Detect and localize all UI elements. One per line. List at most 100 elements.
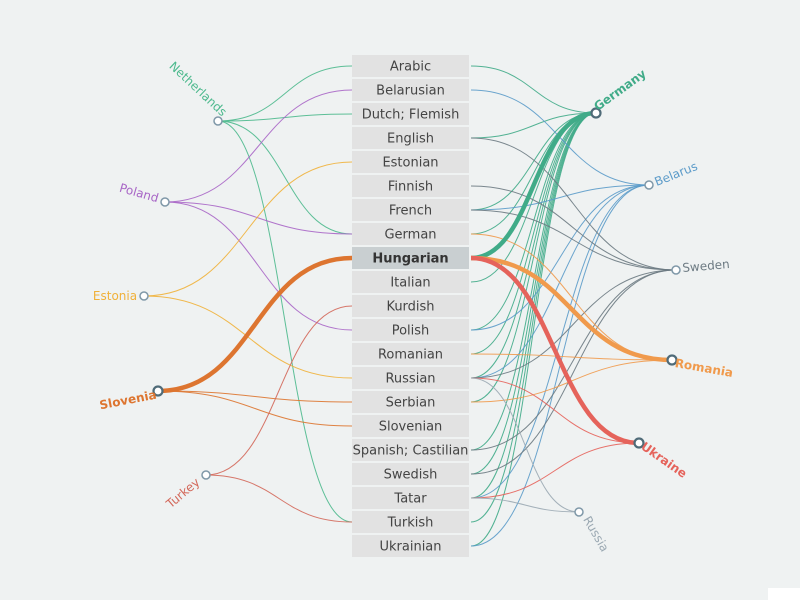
language-item-hungarian[interactable]: Hungarian	[352, 247, 469, 269]
language-box[interactable]	[352, 103, 469, 125]
language-item-serbian[interactable]: Serbian	[352, 391, 469, 413]
language-item-slovenian[interactable]: Slovenian	[352, 415, 469, 437]
country-node-sweden[interactable]: Sweden	[671, 257, 730, 275]
language-item-swedish[interactable]: Swedish	[352, 463, 469, 485]
country-circle[interactable]	[201, 470, 211, 480]
country-node-russia[interactable]: Russia	[574, 507, 612, 554]
language-item-estonian[interactable]: Estonian	[352, 151, 469, 173]
link-estonia-estonian	[143, 161, 353, 297]
language-item-russian[interactable]: Russian	[352, 367, 469, 389]
country-node-estonia[interactable]: Estonia	[93, 289, 149, 303]
country-circle[interactable]	[574, 507, 584, 517]
link-russian-germany	[470, 112, 597, 379]
link-poland-german	[164, 201, 353, 235]
language-label: Belarusian	[376, 84, 445, 99]
country-label[interactable]: Russia	[580, 514, 611, 554]
language-box[interactable]	[352, 319, 469, 341]
language-box[interactable]	[352, 343, 469, 365]
link-spanish-castilian-sweden	[470, 269, 677, 451]
country-node-netherlands[interactable]: Netherlands	[166, 59, 230, 126]
language-label: Serbian	[386, 396, 436, 411]
link-spanish-castilian-germany	[470, 112, 597, 451]
country-label[interactable]: Belarus	[652, 159, 699, 189]
country-label[interactable]: Sweden	[682, 257, 730, 275]
language-box[interactable]	[352, 223, 469, 245]
link-french-sweden	[470, 209, 677, 271]
language-box[interactable]	[352, 487, 469, 509]
country-node-turkey[interactable]: Turkey	[163, 470, 211, 512]
link-german-romania	[470, 233, 673, 361]
country-node-belarus[interactable]: Belarus	[644, 159, 700, 190]
language-item-spanish-castilian[interactable]: Spanish; Castilian	[352, 439, 469, 461]
country-label[interactable]: Turkey	[163, 475, 203, 511]
link-poland-belarusian	[164, 89, 353, 203]
language-box[interactable]	[352, 463, 469, 485]
language-item-ukrainian[interactable]: Ukrainian	[352, 535, 469, 557]
language-label: French	[389, 204, 432, 219]
language-box[interactable]	[352, 79, 469, 101]
language-box[interactable]	[352, 151, 469, 173]
language-box[interactable]	[352, 295, 469, 317]
language-item-belarusian[interactable]: Belarusian	[352, 79, 469, 101]
language-label: Dutch; Flemish	[362, 108, 460, 123]
language-item-french[interactable]: French	[352, 199, 469, 221]
link-romanian-romania	[470, 353, 673, 361]
language-label: Swedish	[384, 468, 438, 483]
links-layer	[143, 65, 677, 547]
language-item-polish[interactable]: Polish	[352, 319, 469, 341]
country-label[interactable]: Germany	[591, 66, 649, 113]
country-node-poland[interactable]: Poland	[118, 181, 170, 207]
link-slovenia-hungarian	[157, 255, 353, 394]
language-item-tatar[interactable]: Tatar	[352, 487, 469, 509]
language-label: Slovenian	[379, 420, 443, 435]
country-circle[interactable]	[666, 354, 678, 366]
country-label[interactable]: Estonia	[93, 289, 137, 303]
language-item-italian[interactable]: Italian	[352, 271, 469, 293]
language-item-turkish[interactable]: Turkish	[352, 511, 469, 533]
language-box[interactable]	[352, 175, 469, 197]
country-label[interactable]: Netherlands	[166, 59, 229, 119]
link-hungarian-romania	[470, 255, 673, 363]
language-box[interactable]	[352, 367, 469, 389]
language-box[interactable]	[352, 247, 469, 269]
link-russian-russia	[470, 377, 580, 513]
country-label[interactable]: Romania	[674, 356, 734, 380]
country-label[interactable]: Poland	[118, 181, 160, 206]
language-item-dutch-flemish[interactable]: Dutch; Flemish	[352, 103, 469, 125]
language-box[interactable]	[352, 271, 469, 293]
country-circle[interactable]	[152, 385, 164, 397]
country-circle[interactable]	[633, 437, 645, 449]
language-box[interactable]	[352, 199, 469, 221]
language-item-arabic[interactable]: Arabic	[352, 55, 469, 77]
country-node-slovenia[interactable]: Slovenia	[98, 385, 164, 413]
language-item-german[interactable]: German	[352, 223, 469, 245]
language-box[interactable]	[352, 511, 469, 533]
link-english-germany	[470, 112, 597, 139]
link-turkey-kurdish	[205, 305, 353, 476]
language-box[interactable]	[352, 127, 469, 149]
country-circle[interactable]	[671, 265, 681, 275]
country-node-romania[interactable]: Romania	[666, 354, 735, 381]
country-label[interactable]: Slovenia	[98, 388, 157, 413]
country-node-germany[interactable]: Germany	[590, 66, 649, 119]
language-box[interactable]	[352, 535, 469, 557]
language-label: Hungarian	[372, 252, 448, 267]
country-circle[interactable]	[139, 291, 149, 301]
country-circle[interactable]	[160, 197, 170, 207]
language-box[interactable]	[352, 415, 469, 437]
language-box[interactable]	[352, 55, 469, 77]
language-item-english[interactable]: English	[352, 127, 469, 149]
country-circle[interactable]	[644, 180, 654, 190]
link-slovenia-serbian	[157, 390, 353, 403]
country-circle[interactable]	[213, 116, 223, 126]
country-label[interactable]: Ukraine	[638, 439, 689, 481]
language-item-kurdish[interactable]: Kurdish	[352, 295, 469, 317]
language-box[interactable]	[352, 391, 469, 413]
language-item-romanian[interactable]: Romanian	[352, 343, 469, 365]
country-node-ukraine[interactable]: Ukraine	[633, 437, 690, 481]
language-label: Finnish	[388, 180, 433, 195]
country-circle[interactable]	[590, 107, 602, 119]
language-item-finnish[interactable]: Finnish	[352, 175, 469, 197]
language-box[interactable]	[352, 439, 469, 461]
